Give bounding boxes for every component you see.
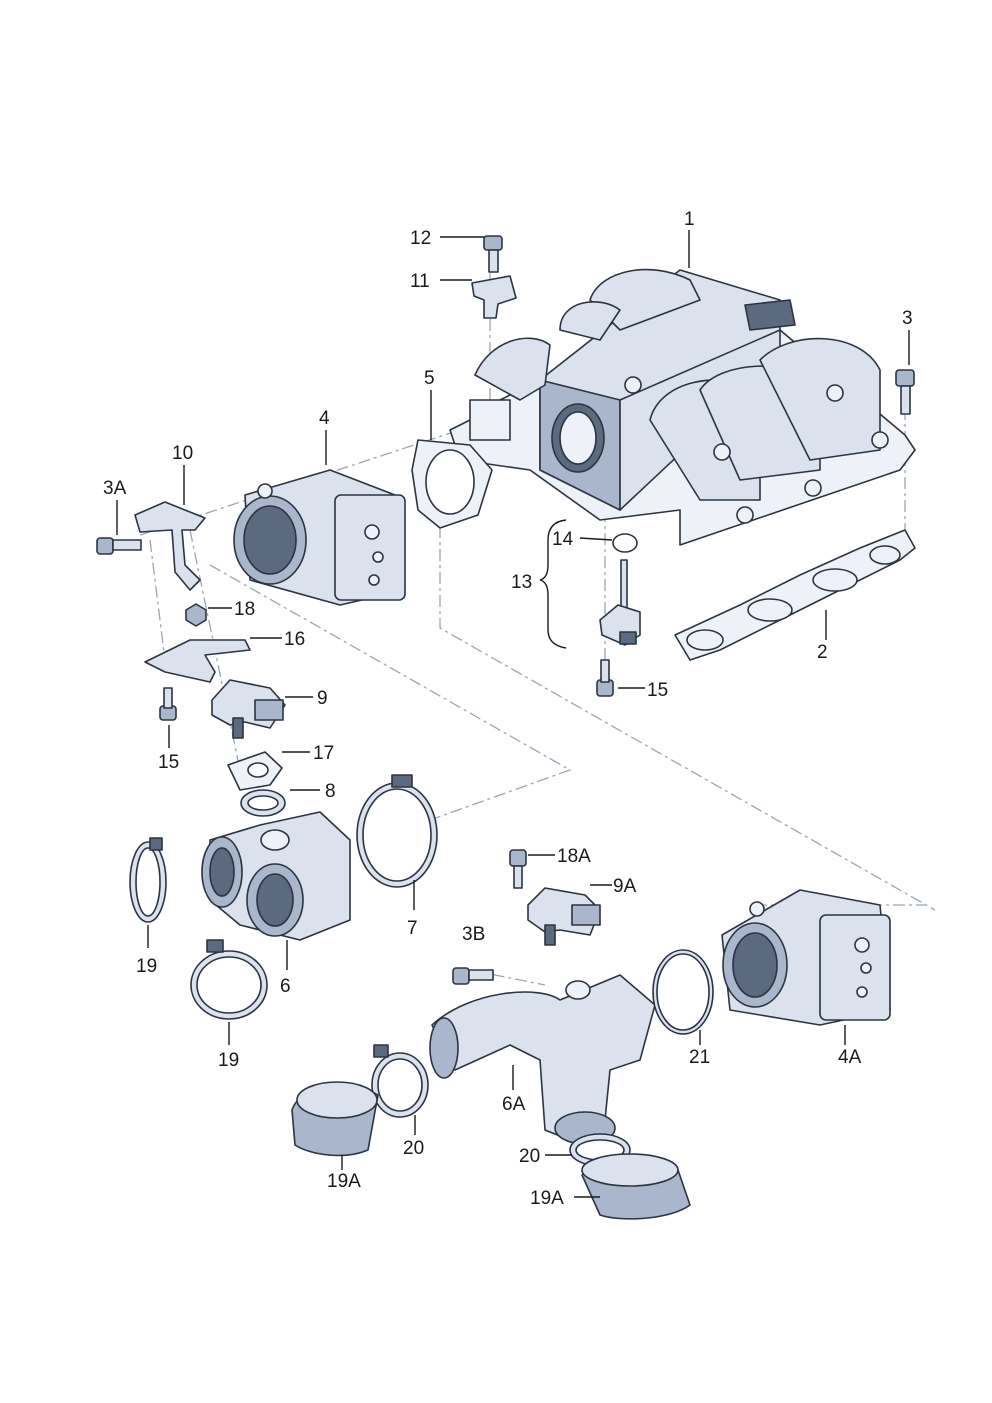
label-10: 10 — [172, 443, 193, 464]
label-9: 9 — [317, 688, 328, 709]
bolt-15-left — [159, 687, 177, 721]
bracket-11 — [471, 275, 517, 319]
clamp-7 — [356, 774, 438, 888]
bolt-3a — [96, 537, 142, 555]
sensor-9 — [211, 679, 286, 739]
label-5: 5 — [424, 368, 435, 389]
label-11: 11 — [410, 271, 430, 292]
bracket-10 — [134, 501, 206, 591]
clamp-19-bottom — [190, 939, 268, 1020]
manifold-gasket — [674, 529, 916, 661]
intake-pipe-6 — [201, 811, 351, 941]
throttle-body — [233, 469, 406, 606]
throttle-gasket — [411, 439, 493, 529]
label-19-top: 19 — [136, 956, 157, 977]
bolt-15-right — [596, 659, 614, 697]
label-19-bottom: 19 — [218, 1050, 239, 1071]
bolt-3 — [895, 369, 915, 415]
clamp-20-left — [371, 1044, 429, 1118]
label-16: 16 — [284, 629, 305, 650]
filter-19a-right — [581, 1153, 691, 1220]
label-12: 12 — [410, 228, 431, 249]
label-14: 14 — [552, 529, 574, 550]
label-8: 8 — [325, 781, 336, 802]
leader-lines — [116, 230, 910, 1198]
intake-pipe-6a — [429, 974, 656, 1145]
label-15-left: 15 — [158, 752, 179, 773]
label-7: 7 — [407, 918, 418, 939]
label-17: 17 — [313, 743, 334, 764]
filter-19a-left — [291, 1081, 379, 1157]
label-6: 6 — [280, 976, 291, 997]
flange-17 — [227, 751, 283, 791]
clamp-8 — [240, 789, 286, 817]
label-3: 3 — [902, 308, 913, 329]
label-1: 1 — [684, 209, 695, 230]
label-21: 21 — [689, 1047, 710, 1068]
label-6a: 6A — [502, 1094, 526, 1115]
bolt-18a — [509, 849, 527, 889]
label-3a: 3A — [103, 478, 127, 499]
bolt-3b — [452, 967, 494, 985]
label-19a-right: 19A — [530, 1188, 564, 1209]
label-2: 2 — [817, 642, 828, 663]
nut-18 — [185, 603, 207, 627]
label-20-right: 20 — [519, 1146, 540, 1167]
label-3b: 3B — [462, 924, 485, 945]
bracket-16 — [144, 639, 251, 683]
sender-13 — [599, 559, 641, 646]
bolt-12 — [483, 235, 503, 273]
intake-manifold — [449, 268, 916, 546]
sensor-9a — [527, 887, 601, 946]
label-18: 18 — [234, 599, 255, 620]
label-18a: 18A — [557, 846, 591, 867]
label-19a-left: 19A — [327, 1171, 361, 1192]
label-9a: 9A — [613, 876, 637, 897]
label-20-left: 20 — [403, 1138, 424, 1159]
clamp-19-top — [129, 837, 167, 923]
part-labels: 1 2 3 3A 3B 4 4A 5 6 6A 7 8 9 9A 10 11 1… — [103, 209, 913, 1209]
label-4a: 4A — [838, 1047, 862, 1068]
seal-21 — [652, 949, 714, 1035]
label-15-right: 15 — [647, 680, 668, 701]
o-ring-14 — [612, 533, 638, 553]
throttle-body-4a — [721, 889, 891, 1026]
label-4: 4 — [319, 408, 330, 429]
label-13: 13 — [511, 572, 532, 593]
